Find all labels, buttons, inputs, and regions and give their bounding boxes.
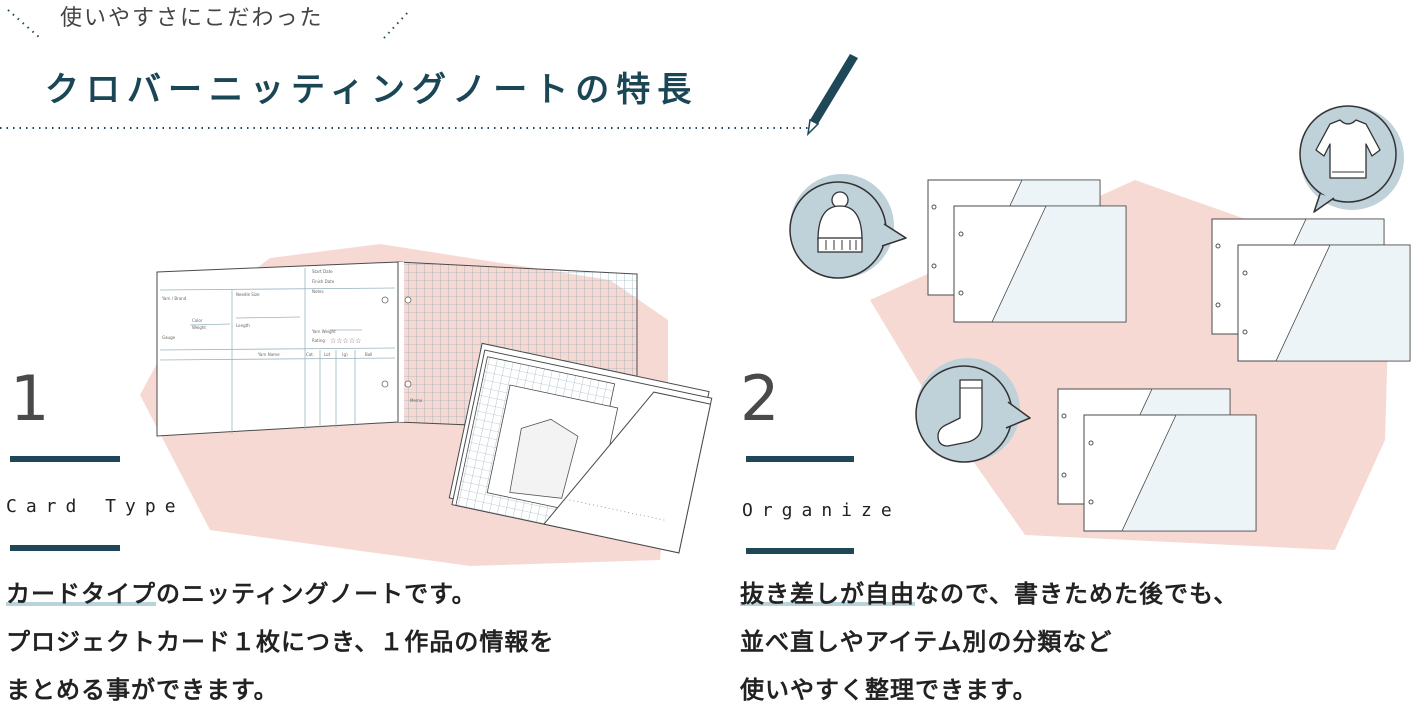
feature-1-number: 1 xyxy=(10,362,50,435)
card-field-needle: Needle Size xyxy=(236,292,260,297)
project-card-open: Start Date Finish Date Notes Yarn / Bran… xyxy=(156,261,638,437)
card-group-sweater xyxy=(1211,218,1411,362)
card-field-yarn-weight: Yarn Weight xyxy=(311,329,336,334)
feature-2-desc-line2: 並べ直しやアイテム別の分類など xyxy=(740,628,1113,656)
feature-2-bar-bottom xyxy=(746,548,854,554)
card-col-cat: Cat. xyxy=(306,352,314,357)
feature-2-number: 2 xyxy=(740,362,780,435)
feature-2-label: Organize xyxy=(742,500,901,521)
feature-2-desc-rest: なので、書きためた後でも、 xyxy=(915,580,1239,608)
card-field-color: Color xyxy=(192,318,203,323)
card-field-finish: Finish Date xyxy=(312,279,335,284)
card-field-weight: Weight xyxy=(192,325,206,330)
sock-icon xyxy=(937,379,983,447)
card-rating-stars: ☆☆☆☆☆ xyxy=(330,337,361,345)
feature-1-desc-highlight: カードタイプ xyxy=(6,580,156,608)
card-field-memo: Memo xyxy=(410,398,423,403)
project-card-pocket xyxy=(448,342,713,554)
card-field-length: Length xyxy=(236,323,250,328)
sweater-bubble xyxy=(1299,105,1404,213)
beanie-bubble xyxy=(789,174,907,279)
feature-1-desc-rest: のニッティングノートです。 xyxy=(156,580,477,608)
feature-1-description: カードタイプのニッティングノートです。 プロジェクトカード１枚につき、１作品の情… xyxy=(6,570,554,714)
feature-1-desc-line2: プロジェクトカード１枚につき、１作品の情報を xyxy=(6,628,555,656)
card-field-notes: Notes xyxy=(312,289,324,294)
card-group-beanie xyxy=(927,179,1127,323)
card-field-brand: Yarn / Brand xyxy=(161,296,187,301)
feature-1-desc-line3: まとめる事ができます。 xyxy=(6,676,279,704)
feature-2-desc-line3: 使いやすく整理できます。 xyxy=(740,676,1038,704)
feature-1-bar-bottom xyxy=(10,545,120,551)
card-col-lot: Lot xyxy=(324,352,331,357)
page-title: クロバーニッティングノートの特長 xyxy=(45,70,699,110)
feature-2-desc-highlight: 抜き差しが自由 xyxy=(740,580,915,608)
card-col-g: (g) xyxy=(342,352,348,357)
card-field-yarn-name: Yarn Name xyxy=(257,352,280,357)
card-col-ball: Ball xyxy=(365,352,372,357)
card-group-sock xyxy=(1057,388,1257,532)
header-kicker: 使いやすさにこだわった xyxy=(60,6,324,31)
card-field-start: Start Date xyxy=(312,269,333,274)
feature-2-desc-line1: 抜き差しが自由なので、書きためた後でも、 xyxy=(740,570,1238,618)
card-field-gauge: Gauge xyxy=(162,335,176,340)
card-field-rating: Rating xyxy=(312,338,325,343)
feature-1-desc-line1: カードタイプのニッティングノートです。 xyxy=(6,570,554,618)
feature-2-bar-top xyxy=(746,456,854,462)
feature-1-label: Card Type xyxy=(6,496,185,517)
sweater-icon xyxy=(1315,119,1381,179)
sock-bubble xyxy=(915,358,1031,463)
pencil-icon xyxy=(806,54,858,137)
feature-2-description: 抜き差しが自由なので、書きためた後でも、 並べ直しやアイテム別の分類など 使いや… xyxy=(740,570,1238,714)
feature-1-bar-top xyxy=(10,456,120,462)
beanie-icon xyxy=(817,191,863,253)
